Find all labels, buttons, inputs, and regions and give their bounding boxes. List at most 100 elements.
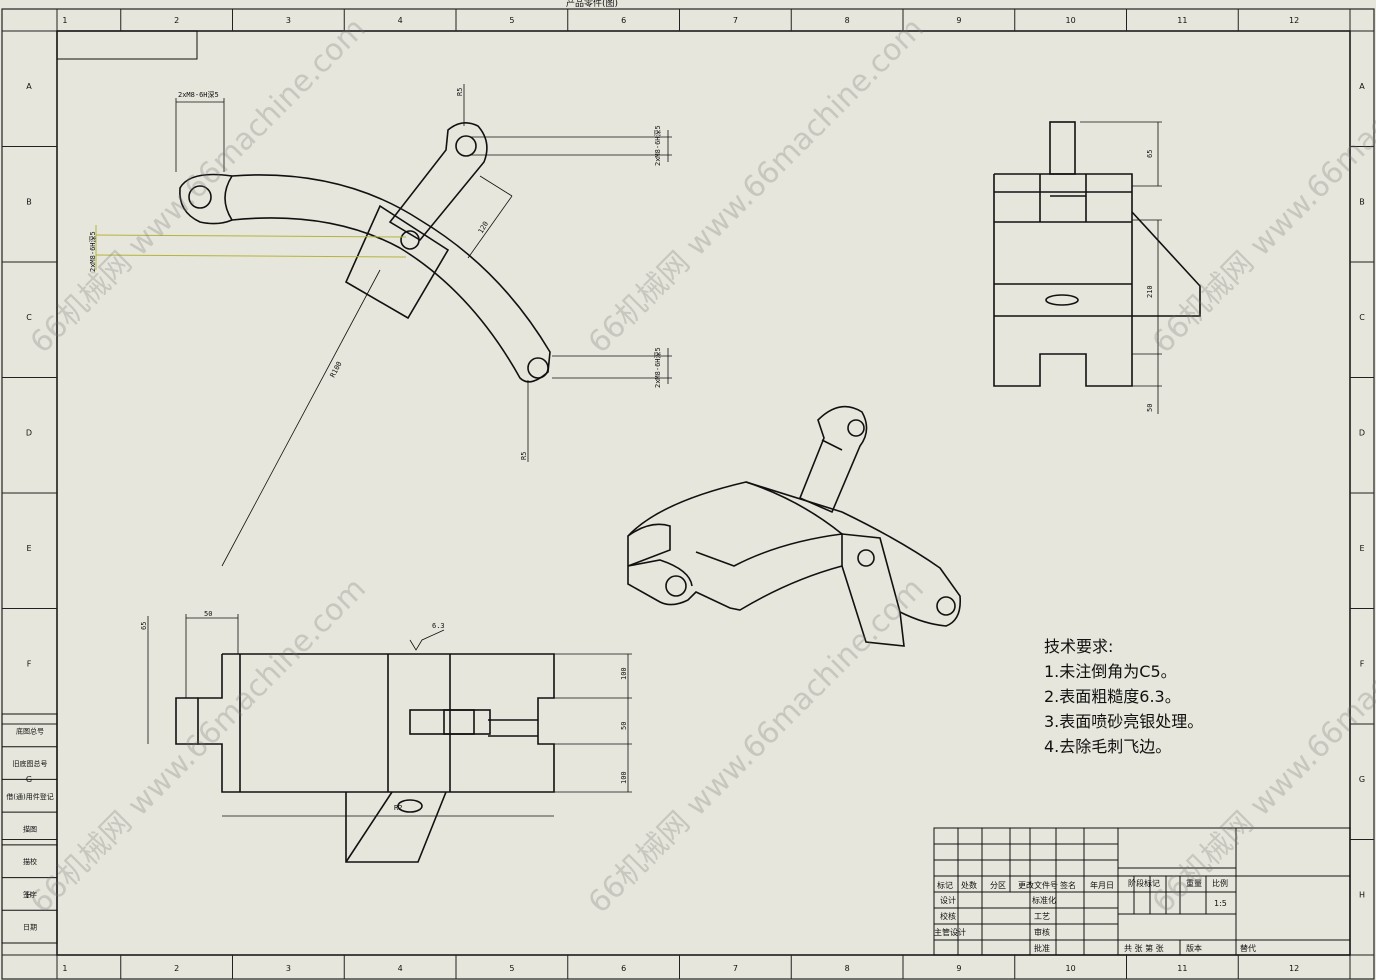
zone-col-label: 12 bbox=[1289, 964, 1299, 973]
left-table-cell: 日期 bbox=[23, 924, 37, 932]
zone-col-label: 6 bbox=[621, 964, 626, 973]
dim-hole-lower: 2xM8-6H深5 bbox=[653, 347, 662, 388]
dim-hole-upper: 2xM8-6H深5 bbox=[653, 125, 662, 166]
zone-col-label: 8 bbox=[845, 16, 850, 25]
zone-col-label: 10 bbox=[1066, 964, 1076, 973]
title-block-texts: 标记 处数 分区 更改文件号 签名 年月日 设计 校核 主管设计 标准化 工艺 … bbox=[934, 878, 1256, 953]
zone-col-label: 9 bbox=[956, 964, 961, 973]
tb-h-docno: 更改文件号 bbox=[1018, 880, 1058, 890]
right-view bbox=[993, 121, 1201, 387]
zone-col-label: 5 bbox=[509, 16, 514, 25]
outer-frame bbox=[1, 8, 1375, 980]
top-title-fragment: 产品零件(图) bbox=[566, 0, 618, 9]
zone-col-label: 11 bbox=[1177, 964, 1187, 973]
tb-h-zone: 分区 bbox=[990, 881, 1006, 890]
zone-row-label: A bbox=[1359, 82, 1365, 91]
zone-col-label: 2 bbox=[174, 964, 179, 973]
front-view bbox=[175, 653, 555, 863]
dim-left-holes: 2xM8-6H深5 bbox=[88, 231, 97, 272]
notes-title: 技术要求: bbox=[1044, 637, 1114, 656]
zone-row-label: C bbox=[26, 313, 32, 322]
zone-col-label: 3 bbox=[286, 16, 291, 25]
zone-col-label: 12 bbox=[1289, 16, 1299, 25]
zone-col-label: 4 bbox=[398, 16, 403, 25]
zone-col-label: 6 bbox=[621, 16, 626, 25]
zone-col-label: 8 bbox=[845, 964, 850, 973]
left-table-cell: 借(通)用件登记 bbox=[6, 792, 53, 801]
note-item-1: 1.未注倒角为C5。 bbox=[1044, 662, 1177, 681]
tb-h-mark: 标记 bbox=[937, 880, 953, 890]
lever-link bbox=[388, 122, 488, 242]
roughness-value: 6.3 bbox=[432, 622, 445, 630]
dim-r5-top: R5 bbox=[456, 88, 464, 96]
tb-h-sign: 签名 bbox=[1060, 880, 1076, 890]
tb-role-process: 工艺 bbox=[1034, 912, 1050, 921]
zone-col-label: 10 bbox=[1066, 16, 1076, 25]
zone-row-label: E bbox=[26, 544, 31, 553]
tb-stage: 阶段标记 bbox=[1128, 878, 1160, 888]
tb-role-approve: 批准 bbox=[1034, 943, 1050, 953]
dim-100-lower: 100 bbox=[620, 771, 628, 784]
dim-top-left: 2xM8-6H深5 bbox=[178, 90, 219, 99]
right-view-dim-texts: 65 210 50 bbox=[1146, 150, 1154, 412]
zone-col-label: 1 bbox=[62, 964, 67, 973]
tb-h-count: 处数 bbox=[961, 880, 977, 890]
dim-50: 50 bbox=[1146, 404, 1154, 412]
zone-row-label: F bbox=[1360, 659, 1365, 668]
zone-row-label: H bbox=[1359, 890, 1365, 899]
arm-body bbox=[224, 174, 551, 383]
zone-col-label: 2 bbox=[174, 16, 179, 25]
zone-row-label: E bbox=[1359, 544, 1364, 553]
zone-col-label: 7 bbox=[733, 16, 738, 25]
zone-col-label: 7 bbox=[733, 964, 738, 973]
zone-col-label: 1 bbox=[62, 16, 67, 25]
tb-role-design: 设计 bbox=[940, 895, 956, 905]
zone-col-label: 5 bbox=[509, 964, 514, 973]
dim-r5-bottom: R5 bbox=[520, 452, 528, 460]
note-item-2: 2.表面粗糙度6.3。 bbox=[1044, 687, 1181, 706]
zone-row-label: D bbox=[26, 428, 32, 437]
dim-100-upper: 100 bbox=[620, 667, 628, 680]
dim-r2: R2 bbox=[394, 804, 402, 812]
right-view-dimensions bbox=[1080, 121, 1162, 414]
zone-row-label: H bbox=[26, 890, 32, 899]
tb-weight: 重量 bbox=[1186, 878, 1202, 888]
tb-h-date: 年月日 bbox=[1090, 880, 1114, 890]
left-table-cell: 旧底图总号 bbox=[13, 759, 48, 768]
zone-row-label: F bbox=[27, 659, 32, 668]
dim-50-front: 50 bbox=[204, 610, 212, 618]
front-view-dim-texts: 50 65 100 50 100 R2 6.3 bbox=[140, 610, 628, 812]
tb-scale-value: 1:5 bbox=[1214, 899, 1227, 908]
zone-labels-right: A B C D E F G H bbox=[1350, 82, 1374, 899]
top-view-leader-lines bbox=[95, 225, 407, 270]
left-hole bbox=[188, 185, 212, 209]
zone-row-label: D bbox=[1359, 428, 1365, 437]
front-view-dimensions bbox=[147, 614, 632, 817]
tb-sheets: 共 张 第 张 bbox=[1124, 943, 1164, 953]
dim-50-mid: 50 bbox=[620, 722, 628, 730]
tb-scale-label: 比例 bbox=[1212, 878, 1228, 888]
zone-row-label: C bbox=[1359, 313, 1365, 322]
code-box bbox=[56, 30, 198, 60]
zone-row-label: B bbox=[1359, 197, 1365, 206]
tb-role-review: 审核 bbox=[1034, 927, 1050, 937]
tb-role-std: 标准化 bbox=[1032, 895, 1056, 905]
zone-col-label: 3 bbox=[286, 964, 291, 973]
right-hole bbox=[527, 357, 549, 379]
dim-65-front: 65 bbox=[140, 622, 148, 630]
zone-col-label: 4 bbox=[398, 964, 403, 973]
zone-row-label: A bbox=[26, 82, 32, 91]
dim-210: 210 bbox=[1146, 285, 1154, 298]
zone-row-label: G bbox=[1359, 775, 1365, 784]
left-table-cell: 描图 bbox=[23, 825, 37, 834]
note-item-3: 3.表面喷砂亮银处理。 bbox=[1044, 712, 1204, 731]
tb-role-chief: 主管设计 bbox=[934, 927, 966, 937]
note-item-4: 4.去除毛刺飞边。 bbox=[1044, 737, 1172, 756]
title-block bbox=[933, 827, 1351, 956]
technical-requirements: 技术要求: 1.未注倒角为C5。 2.表面粗糙度6.3。 3.表面喷砂亮银处理。… bbox=[1044, 634, 1203, 759]
top-view-dimensions bbox=[175, 84, 672, 567]
tb-version: 版本 bbox=[1186, 943, 1202, 953]
